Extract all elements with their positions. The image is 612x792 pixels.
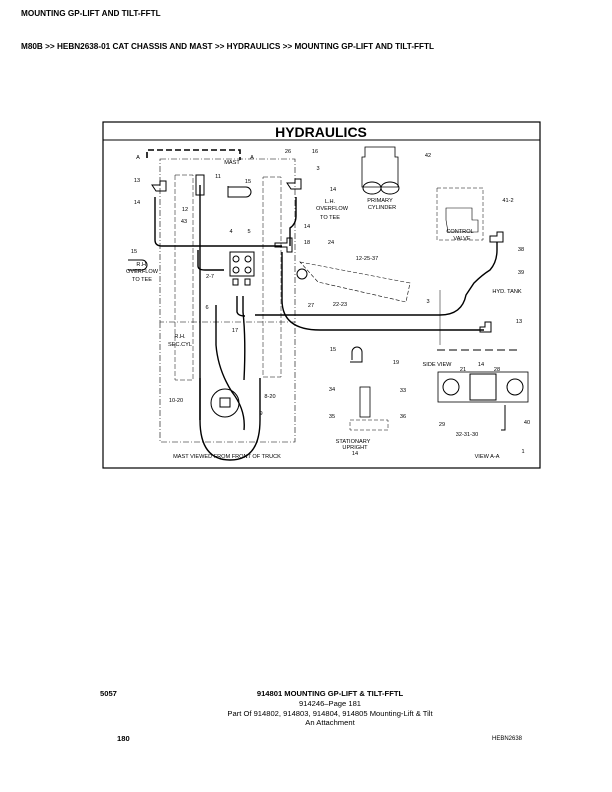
callout-label: TO TEE <box>320 215 340 221</box>
diagram-title: HYDRAULICS <box>275 124 367 140</box>
section-line <box>146 149 241 160</box>
diagram-frame <box>102 121 541 469</box>
callout-label: PRIMARY <box>367 198 393 204</box>
callout-label: 35 <box>329 414 335 420</box>
tilt-cylinder <box>299 261 411 303</box>
callout-label: STATIONARY <box>336 439 371 445</box>
callout-label: 38 <box>518 247 524 253</box>
callout-label: OVERFLOW <box>126 269 159 275</box>
callout-label: 14 <box>478 362 484 368</box>
footer-title: 914801 MOUNTING GP-LIFT & TILT-FFTL <box>256 689 404 698</box>
callout-label: 10-20 <box>169 398 183 404</box>
callout-label: 29 <box>439 422 445 428</box>
mast-outline <box>159 158 296 323</box>
callout-label: 43 <box>181 219 187 225</box>
callout-label: 3 <box>316 166 319 172</box>
callout-label: 24 <box>328 240 334 246</box>
hose-rh-overflow <box>154 197 282 247</box>
callout-label: 13 <box>516 319 522 325</box>
callout-label: 41-2 <box>502 198 513 204</box>
callout-label: 14 <box>330 187 336 193</box>
callout-label: MAST <box>224 160 240 166</box>
callout-label: CYLINDER <box>368 205 396 211</box>
callout-label: 18 <box>304 240 310 246</box>
callout-label: R.H. <box>174 334 186 340</box>
callout-label: 1 <box>521 449 524 455</box>
footer-part-of: Part Of 914802, 914803, 914804, 914805 M… <box>227 709 433 718</box>
callout-label: 26 <box>285 149 291 155</box>
callout-label: 11 <box>215 174 221 180</box>
callout-label: 14 <box>134 200 140 206</box>
hose-lh-overflow <box>289 197 297 246</box>
pulley <box>210 388 240 418</box>
callout-label: 9 <box>259 411 262 417</box>
callout-label: UPRIGHT <box>342 445 368 451</box>
callout-label: 15 <box>330 347 336 353</box>
callout-label: TO TEE <box>132 277 152 283</box>
callout-label: 22-23 <box>333 302 347 308</box>
callout-label: 13 <box>134 178 140 184</box>
callout-label: OVERFLOW <box>316 206 349 212</box>
view-a-a <box>437 371 529 403</box>
doc-id: HEBN2638 <box>492 736 523 742</box>
callout-label: 34 <box>329 387 335 393</box>
valve-block <box>229 251 255 277</box>
callout-label: 21 <box>460 367 466 373</box>
callout-label: 16 <box>312 149 318 155</box>
callout-label: 32-31-30 <box>456 432 478 438</box>
callout-label: 3 <box>426 299 429 305</box>
callout-label: 8-20 <box>264 394 275 400</box>
callout-label: MAST VIEWED FROM FRONT OF TRUCK <box>173 454 281 460</box>
lh-cyl <box>262 176 282 378</box>
callout-label: 40 <box>524 420 530 426</box>
callout-label: 17 <box>232 328 238 334</box>
callout-label: A <box>250 155 254 161</box>
callout-label: CONTROL <box>446 229 473 235</box>
callout-label: VALVE <box>453 236 470 242</box>
callout-label: SIDE VIEW <box>423 362 453 368</box>
callout-label: 6 <box>205 305 208 311</box>
breadcrumb: M80B >> HEBN2638-01 CAT CHASSIS AND MAST… <box>21 42 435 51</box>
callout-label: 36 <box>400 414 406 420</box>
callout-label: 14 <box>304 224 310 230</box>
callout-label: 2-7 <box>206 274 214 280</box>
hose-5 <box>236 296 246 317</box>
callout-label: R.H. <box>136 262 148 268</box>
callout-label: 19 <box>393 360 399 366</box>
callout-label: VIEW A-A <box>475 454 500 460</box>
stationary-upright <box>359 386 371 418</box>
rh-sec-cyl <box>174 174 194 381</box>
tee-18 <box>274 237 293 253</box>
callout-label: 14 <box>352 451 358 457</box>
callout-label: 27 <box>308 303 314 309</box>
control-valve <box>436 187 484 241</box>
callout-label: 15 <box>131 249 137 255</box>
hose-17 <box>242 296 246 381</box>
callout-label: L.H. <box>325 199 336 205</box>
callout-label: 12 <box>182 207 188 213</box>
callout-label: 33 <box>400 388 406 394</box>
callout-label: 12-25-37 <box>356 256 378 262</box>
callout-label: A <box>136 155 140 161</box>
callout-label: HYD. TANK <box>492 289 522 295</box>
footer-code: 5057 <box>100 689 117 698</box>
page-title: MOUNTING GP-LIFT AND TILT-FFTL <box>21 9 161 18</box>
footer-page-ref: 914246–Page 181 <box>298 699 362 708</box>
callout-label: 42 <box>425 153 431 159</box>
callout-label: 28 <box>494 367 500 373</box>
hose-3 <box>255 242 498 316</box>
callout-label: 39 <box>518 270 524 276</box>
hose-19 <box>281 252 484 331</box>
callout-label: SEC.CYL <box>168 342 192 348</box>
callout-label: 4 <box>229 229 232 235</box>
page-number: 180 <box>117 734 130 743</box>
callout-label: 5 <box>247 229 250 235</box>
callout-label: 15 <box>245 179 251 185</box>
hose-9 <box>199 185 261 461</box>
primary-cylinder <box>361 146 399 188</box>
footer-attachment: An Attachment <box>305 718 355 727</box>
